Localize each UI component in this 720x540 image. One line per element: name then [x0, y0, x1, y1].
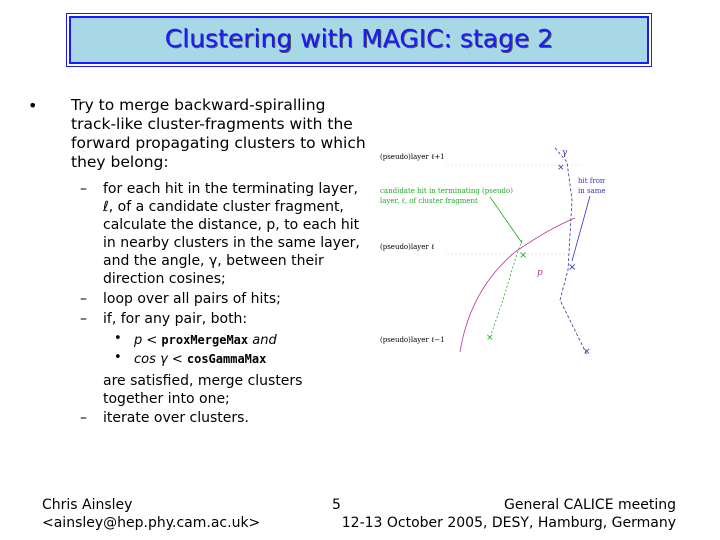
footer-date-place: 12-13 October 2005, DESY, Hamburg, Germa…	[341, 515, 676, 531]
label-nearby-line-2: in same (pseudo)layer, ℓ	[578, 187, 605, 195]
sub-item-text: if, for any pair, both:	[103, 311, 248, 327]
label-layer-l-minus-1: (pseudo)layer ℓ−1	[380, 336, 445, 344]
main-bullet-text: Try to merge backward-spiralling track-l…	[71, 96, 366, 171]
candidate-hit-marker: ×	[519, 250, 527, 261]
label-layer-l-plus-1: (pseudo)layer ℓ+1	[380, 153, 445, 161]
label-gamma: γ	[562, 148, 567, 158]
fragment-arc	[459, 217, 576, 353]
sub-item-text: for each hit in the terminating layer, ℓ…	[103, 181, 360, 287]
condition-code: cosGammaMax	[186, 352, 267, 366]
slide-title: Clustering with MAGIC: stage 2	[164, 24, 554, 53]
condition-bullet: •	[114, 350, 122, 365]
footer-email: <ainsley@hep.phy.cam.ac.uk>	[42, 515, 261, 531]
condition-prefix: p <	[134, 333, 158, 348]
title-banner: Clustering with MAGIC: stage 2	[66, 13, 652, 67]
continuation-text: are satisfied, merge clusters together i…	[103, 373, 303, 407]
sub-item-dash: –	[80, 181, 87, 197]
sub-item-text: iterate over clusters.	[103, 410, 249, 426]
nearby-pointer-line	[571, 195, 591, 262]
sub-item-dash: –	[80, 410, 87, 426]
candidate-fragment-track	[490, 239, 523, 336]
nearby-cluster-track	[554, 147, 588, 356]
merge-diagram: (pseudo)layer ℓ+1 (pseudo)layer ℓ (pseud…	[380, 147, 605, 357]
label-layer-l: (pseudo)layer ℓ	[380, 243, 434, 251]
condition-suffix: and	[252, 333, 277, 348]
label-nearby-line-1: hit from nearby cluster	[578, 177, 605, 185]
upper-hit-marker: ×	[557, 163, 565, 173]
nearby-hit-marker: ×	[568, 262, 576, 273]
condition-prefix: cos γ <	[134, 352, 183, 367]
condition-code: proxMergeMax	[161, 333, 249, 347]
condition-bullet: •	[114, 331, 122, 346]
footer-meeting: General CALICE meeting	[504, 497, 676, 513]
label-candidate-line-2: layer, ℓ, of cluster fragment	[380, 197, 478, 205]
bullet-symbol: •	[28, 96, 38, 115]
sub-item-text: loop over all pairs of hits;	[103, 291, 281, 307]
label-p: p	[537, 268, 543, 278]
sub-item-dash: –	[80, 311, 87, 327]
lower-hit-marker: ×	[583, 347, 591, 357]
footer-page-number: 5	[332, 497, 341, 513]
candidate-pointer-line	[489, 196, 523, 244]
sub-item-dash: –	[80, 291, 87, 307]
label-candidate-line-1: candidate hit in terminating (pseudo)	[380, 187, 513, 195]
lower-candidate-hit-marker: ×	[486, 333, 494, 343]
footer-author: Chris Ainsley	[42, 497, 133, 513]
